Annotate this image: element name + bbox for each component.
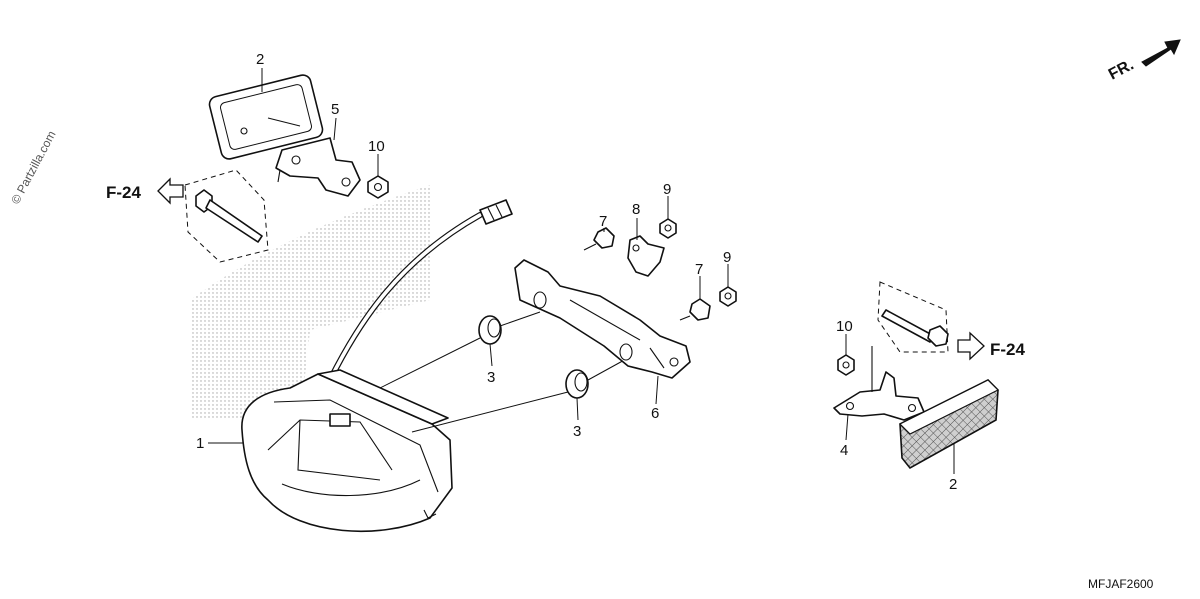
callout-10-right: 10 xyxy=(836,318,853,335)
nut-right xyxy=(837,354,855,376)
hollow-arrow-left-icon xyxy=(157,177,184,205)
callout-5: 5 xyxy=(331,101,339,118)
grommet-right xyxy=(565,369,589,399)
callout-9-bottom: 9 xyxy=(723,249,731,266)
assembly-line-3 xyxy=(499,311,541,327)
bolt-left xyxy=(184,169,269,263)
mounting-stay xyxy=(514,259,691,379)
ref-arrow-left: F-24 xyxy=(106,177,184,205)
watermark-text: © Partzilla.com xyxy=(8,128,58,206)
callout-leaders xyxy=(208,68,955,474)
callout-3-left: 3 xyxy=(487,369,495,386)
callout-10-left: 10 xyxy=(368,138,385,155)
callout-3-right: 3 xyxy=(573,423,581,440)
ref-arrow-right: F-24 xyxy=(957,331,1026,361)
nut-left xyxy=(367,175,389,199)
front-label: FR. xyxy=(1106,56,1137,83)
tail-light-housing xyxy=(241,369,453,532)
grommet-left xyxy=(478,315,502,345)
callout-2-top: 2 xyxy=(256,51,264,68)
callout-1: 1 xyxy=(196,435,204,452)
callout-6: 6 xyxy=(651,405,659,422)
callout-4: 4 xyxy=(840,442,848,459)
callout-2-bottom: 2 xyxy=(949,476,957,493)
ref-right-label: F-24 xyxy=(990,340,1026,359)
bracket-top xyxy=(275,137,361,197)
callout-7-bottom: 7 xyxy=(695,261,703,278)
assembly-line-1 xyxy=(379,337,481,389)
bracket-right xyxy=(833,346,925,421)
nut-top xyxy=(659,218,677,239)
callout-8: 8 xyxy=(632,201,640,218)
front-arrow-icon xyxy=(1141,39,1181,67)
bolt-right xyxy=(877,281,949,353)
background-stipple xyxy=(190,185,430,420)
nut-bottom-right xyxy=(719,286,737,307)
collar-bolt-top xyxy=(583,227,615,251)
hollow-arrow-right-icon xyxy=(957,331,985,361)
ref-left-label: F-24 xyxy=(106,183,142,202)
diagram-code: MFJAF2600 xyxy=(1088,577,1154,591)
assembly-line-4 xyxy=(587,357,629,381)
front-direction-arrow: FR. xyxy=(1106,39,1181,84)
clamp xyxy=(627,235,665,277)
callout-7-top: 7 xyxy=(599,213,607,230)
wire-harness xyxy=(327,199,513,383)
reflector-bottom xyxy=(898,379,1000,470)
assembly-line-2 xyxy=(411,391,569,433)
collar-bolt-bottom xyxy=(679,298,711,321)
reflector-top xyxy=(208,74,324,160)
callout-9-top: 9 xyxy=(663,181,671,198)
